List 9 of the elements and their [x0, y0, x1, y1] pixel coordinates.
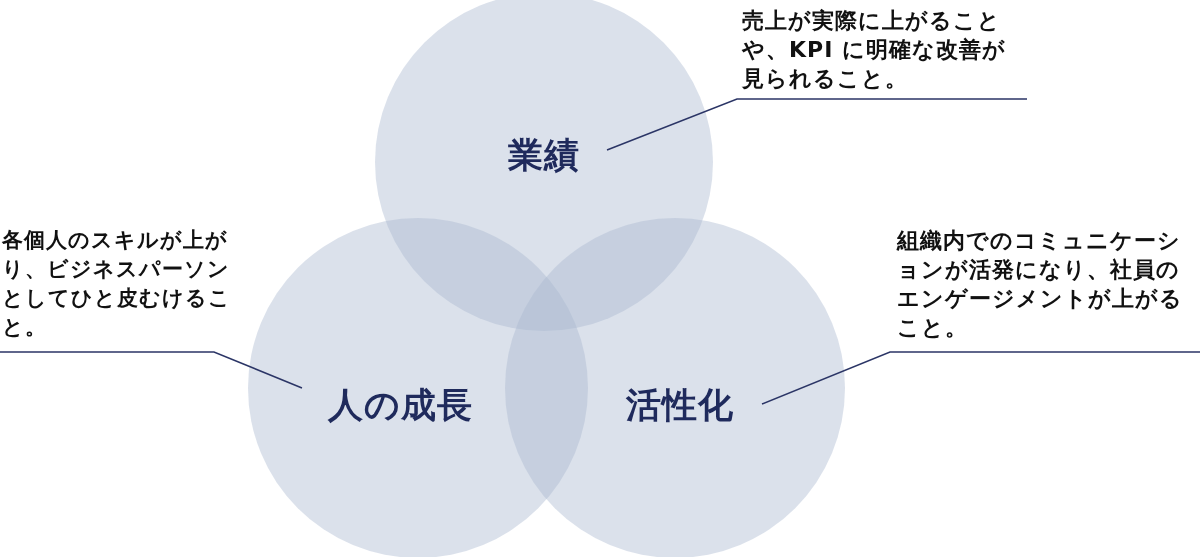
circle-label: 業績 — [508, 133, 580, 177]
leader-line — [761, 351, 1200, 405]
annotation-text: 組織内でのコミュニケーションが活発になり、社員のエンゲージメントが上がること。 — [897, 226, 1190, 342]
annotation-text: 売上が実際に上がることや、KPI に明確な改善が見られること。 — [742, 6, 1029, 93]
circle-label: 活性化 — [626, 383, 734, 427]
leader-line — [0, 351, 303, 389]
annotation-text: 各個人のスキルが上がり、ビジネスパーソンとしてひと皮むけること。 — [2, 226, 232, 342]
leader-line — [606, 98, 1028, 151]
circle-label: 人の成長 — [327, 383, 473, 427]
